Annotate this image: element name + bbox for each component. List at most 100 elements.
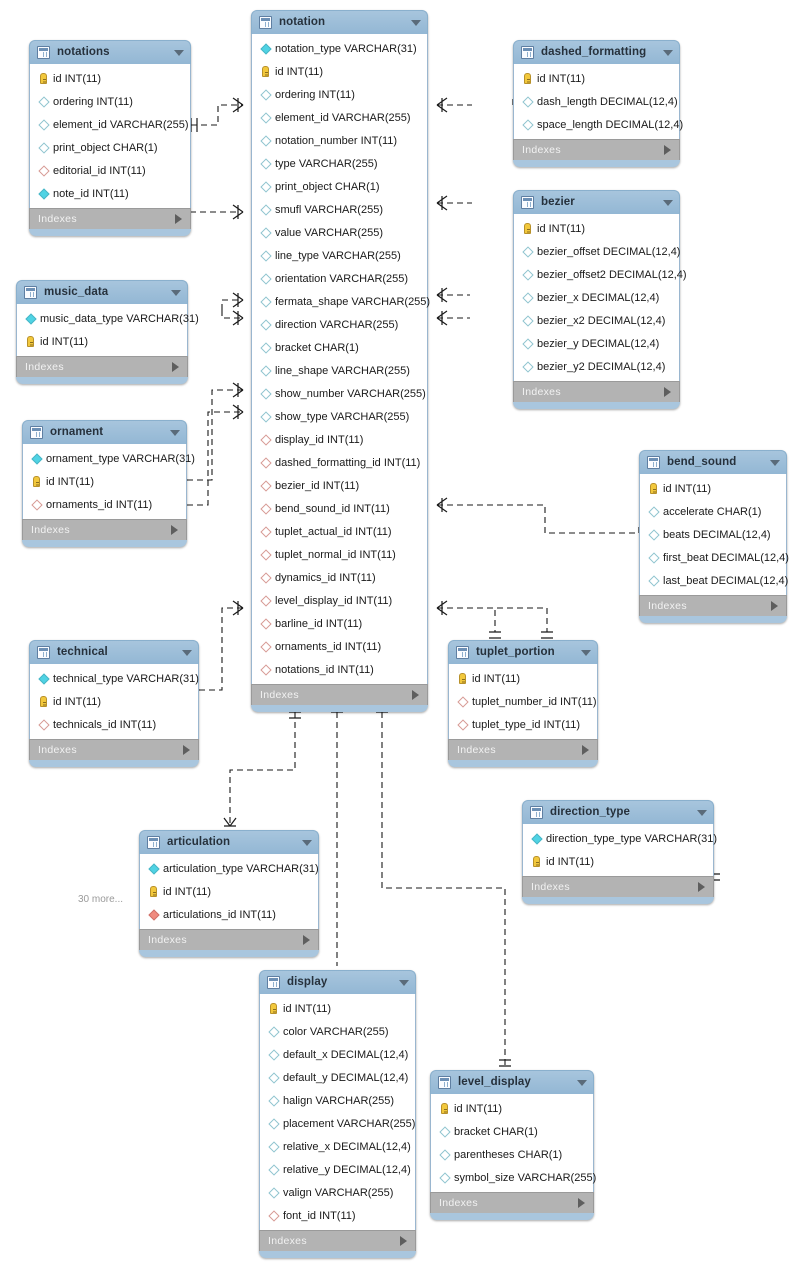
indexes-section-ornament[interactable]: Indexes [22, 519, 187, 540]
column-row[interactable]: music_data_type VARCHAR(31) [17, 307, 199, 330]
table-music_data[interactable]: music_data music_data_type VARCHAR(31)id … [16, 280, 199, 384]
chevron-down-icon[interactable] [663, 199, 673, 206]
chevron-down-icon[interactable] [174, 49, 184, 56]
indexes-section-technical[interactable]: Indexes [29, 739, 199, 760]
table-header-notation[interactable]: notation [251, 10, 428, 34]
column-row[interactable]: ordering INT(11) [30, 90, 190, 113]
column-row[interactable]: first_beat DECIMAL(12,4) [640, 546, 789, 569]
column-row[interactable]: id INT(11) [17, 330, 187, 353]
column-row[interactable]: id INT(11) [523, 850, 713, 873]
column-row[interactable]: ordering INT(11) [252, 83, 427, 106]
column-row[interactable]: note_id INT(11) [30, 182, 190, 205]
table-header-articulation[interactable]: articulation [139, 830, 319, 854]
column-row[interactable]: bend_sound_id INT(11) [252, 497, 427, 520]
column-row[interactable]: bracket CHAR(1) [252, 336, 427, 359]
indexes-section-display[interactable]: Indexes [259, 1230, 416, 1251]
column-row[interactable]: notation_number INT(11) [252, 129, 427, 152]
chevron-down-icon[interactable] [663, 49, 673, 56]
column-row[interactable]: editorial_id INT(11) [30, 159, 190, 182]
column-row[interactable]: id INT(11) [514, 67, 679, 90]
column-row[interactable]: bracket CHAR(1) [431, 1120, 593, 1143]
table-header-tuplet_portion[interactable]: tuplet_portion [448, 640, 598, 664]
column-row[interactable]: id INT(11) [431, 1097, 593, 1120]
column-row[interactable]: default_x DECIMAL(12,4) [260, 1043, 415, 1066]
column-row[interactable]: id INT(11) [260, 997, 415, 1020]
chevron-right-icon[interactable] [771, 601, 778, 611]
column-row[interactable]: ornaments_id INT(11) [23, 493, 186, 516]
column-row[interactable]: tuplet_number_id INT(11) [449, 690, 597, 713]
column-row[interactable]: direction VARCHAR(255) [252, 313, 427, 336]
column-row[interactable]: bezier_x2 DECIMAL(12,4) [514, 309, 679, 332]
column-row[interactable]: orientation VARCHAR(255) [252, 267, 427, 290]
column-row[interactable]: ornaments_id INT(11) [252, 635, 427, 658]
column-row[interactable]: last_beat DECIMAL(12,4) [640, 569, 788, 592]
column-row[interactable]: accelerate CHAR(1) [640, 500, 786, 523]
table-header-dashed_formatting[interactable]: dashed_formatting [513, 40, 680, 64]
table-header-technical[interactable]: technical [29, 640, 199, 664]
column-row[interactable]: dashed_formatting_id INT(11) [252, 451, 427, 474]
indexes-section-notations[interactable]: Indexes [29, 208, 191, 229]
chevron-down-icon[interactable] [697, 809, 707, 816]
table-header-level_display[interactable]: level_display [430, 1070, 594, 1094]
column-row[interactable]: print_object CHAR(1) [252, 175, 427, 198]
table-header-music_data[interactable]: music_data [16, 280, 188, 304]
column-row[interactable]: value VARCHAR(255) [252, 221, 427, 244]
column-row[interactable]: id INT(11) [140, 880, 318, 903]
chevron-down-icon[interactable] [411, 19, 421, 26]
column-row[interactable]: type VARCHAR(255) [252, 152, 427, 175]
indexes-section-articulation[interactable]: Indexes [139, 929, 319, 950]
table-header-direction_type[interactable]: direction_type [522, 800, 714, 824]
column-row[interactable]: ornament_type VARCHAR(31) [23, 447, 195, 470]
column-row[interactable]: id INT(11) [23, 470, 186, 493]
indexes-section-direction_type[interactable]: Indexes [522, 876, 714, 897]
column-row[interactable]: parentheses CHAR(1) [431, 1143, 593, 1166]
chevron-right-icon[interactable] [412, 690, 419, 700]
column-row[interactable]: halign VARCHAR(255) [260, 1089, 415, 1112]
chevron-right-icon[interactable] [183, 745, 190, 755]
column-row[interactable]: dash_length DECIMAL(12,4) [514, 90, 679, 113]
column-row[interactable]: id INT(11) [514, 217, 679, 240]
column-row[interactable]: id INT(11) [449, 667, 597, 690]
column-row[interactable]: bezier_x DECIMAL(12,4) [514, 286, 679, 309]
column-row[interactable]: relative_x DECIMAL(12,4) [260, 1135, 415, 1158]
indexes-section-bend_sound[interactable]: Indexes [639, 595, 787, 616]
column-row[interactable]: bezier_y DECIMAL(12,4) [514, 332, 679, 355]
column-row[interactable]: level_display_id INT(11) [252, 589, 427, 612]
column-row[interactable]: notations_id INT(11) [252, 658, 427, 681]
column-row[interactable]: show_number VARCHAR(255) [252, 382, 427, 405]
chevron-down-icon[interactable] [399, 979, 409, 986]
column-row[interactable]: id INT(11) [30, 67, 190, 90]
indexes-section-tuplet_portion[interactable]: Indexes [448, 739, 598, 760]
column-row[interactable]: space_length DECIMAL(12,4) [514, 113, 683, 136]
chevron-right-icon[interactable] [582, 745, 589, 755]
column-row[interactable]: technical_type VARCHAR(31) [30, 667, 199, 690]
indexes-section-notation[interactable]: Indexes [251, 684, 428, 705]
column-row[interactable]: fermata_shape VARCHAR(255) [252, 290, 430, 313]
column-row[interactable]: relative_y DECIMAL(12,4) [260, 1158, 415, 1181]
chevron-right-icon[interactable] [400, 1236, 407, 1246]
chevron-down-icon[interactable] [302, 839, 312, 846]
column-row[interactable]: tuplet_normal_id INT(11) [252, 543, 427, 566]
table-header-bend_sound[interactable]: bend_sound [639, 450, 787, 474]
column-row[interactable]: default_y DECIMAL(12,4) [260, 1066, 415, 1089]
table-header-display[interactable]: display [259, 970, 416, 994]
chevron-down-icon[interactable] [170, 429, 180, 436]
column-row[interactable]: technicals_id INT(11) [30, 713, 198, 736]
indexes-section-music_data[interactable]: Indexes [16, 356, 188, 377]
column-row[interactable]: dynamics_id INT(11) [252, 566, 427, 589]
indexes-section-level_display[interactable]: Indexes [430, 1192, 594, 1213]
table-header-notations[interactable]: notations [29, 40, 191, 64]
chevron-right-icon[interactable] [175, 214, 182, 224]
column-row[interactable]: show_type VARCHAR(255) [252, 405, 427, 428]
